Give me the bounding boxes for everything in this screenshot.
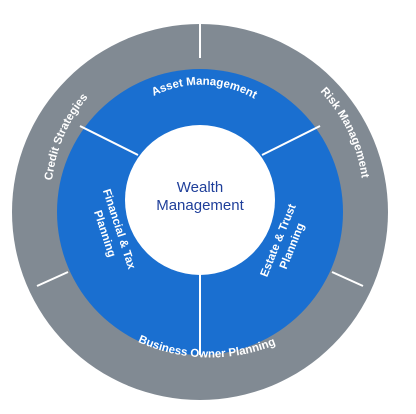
- center-title-line1: Wealth: [177, 179, 223, 196]
- outer-divider-right: [331, 271, 364, 287]
- outer-divider-left: [36, 271, 69, 287]
- inner-divider-left: [79, 125, 139, 156]
- inner-divider-right: [261, 125, 321, 156]
- center-title-line2: Management: [156, 197, 244, 214]
- center-circle: [125, 125, 275, 275]
